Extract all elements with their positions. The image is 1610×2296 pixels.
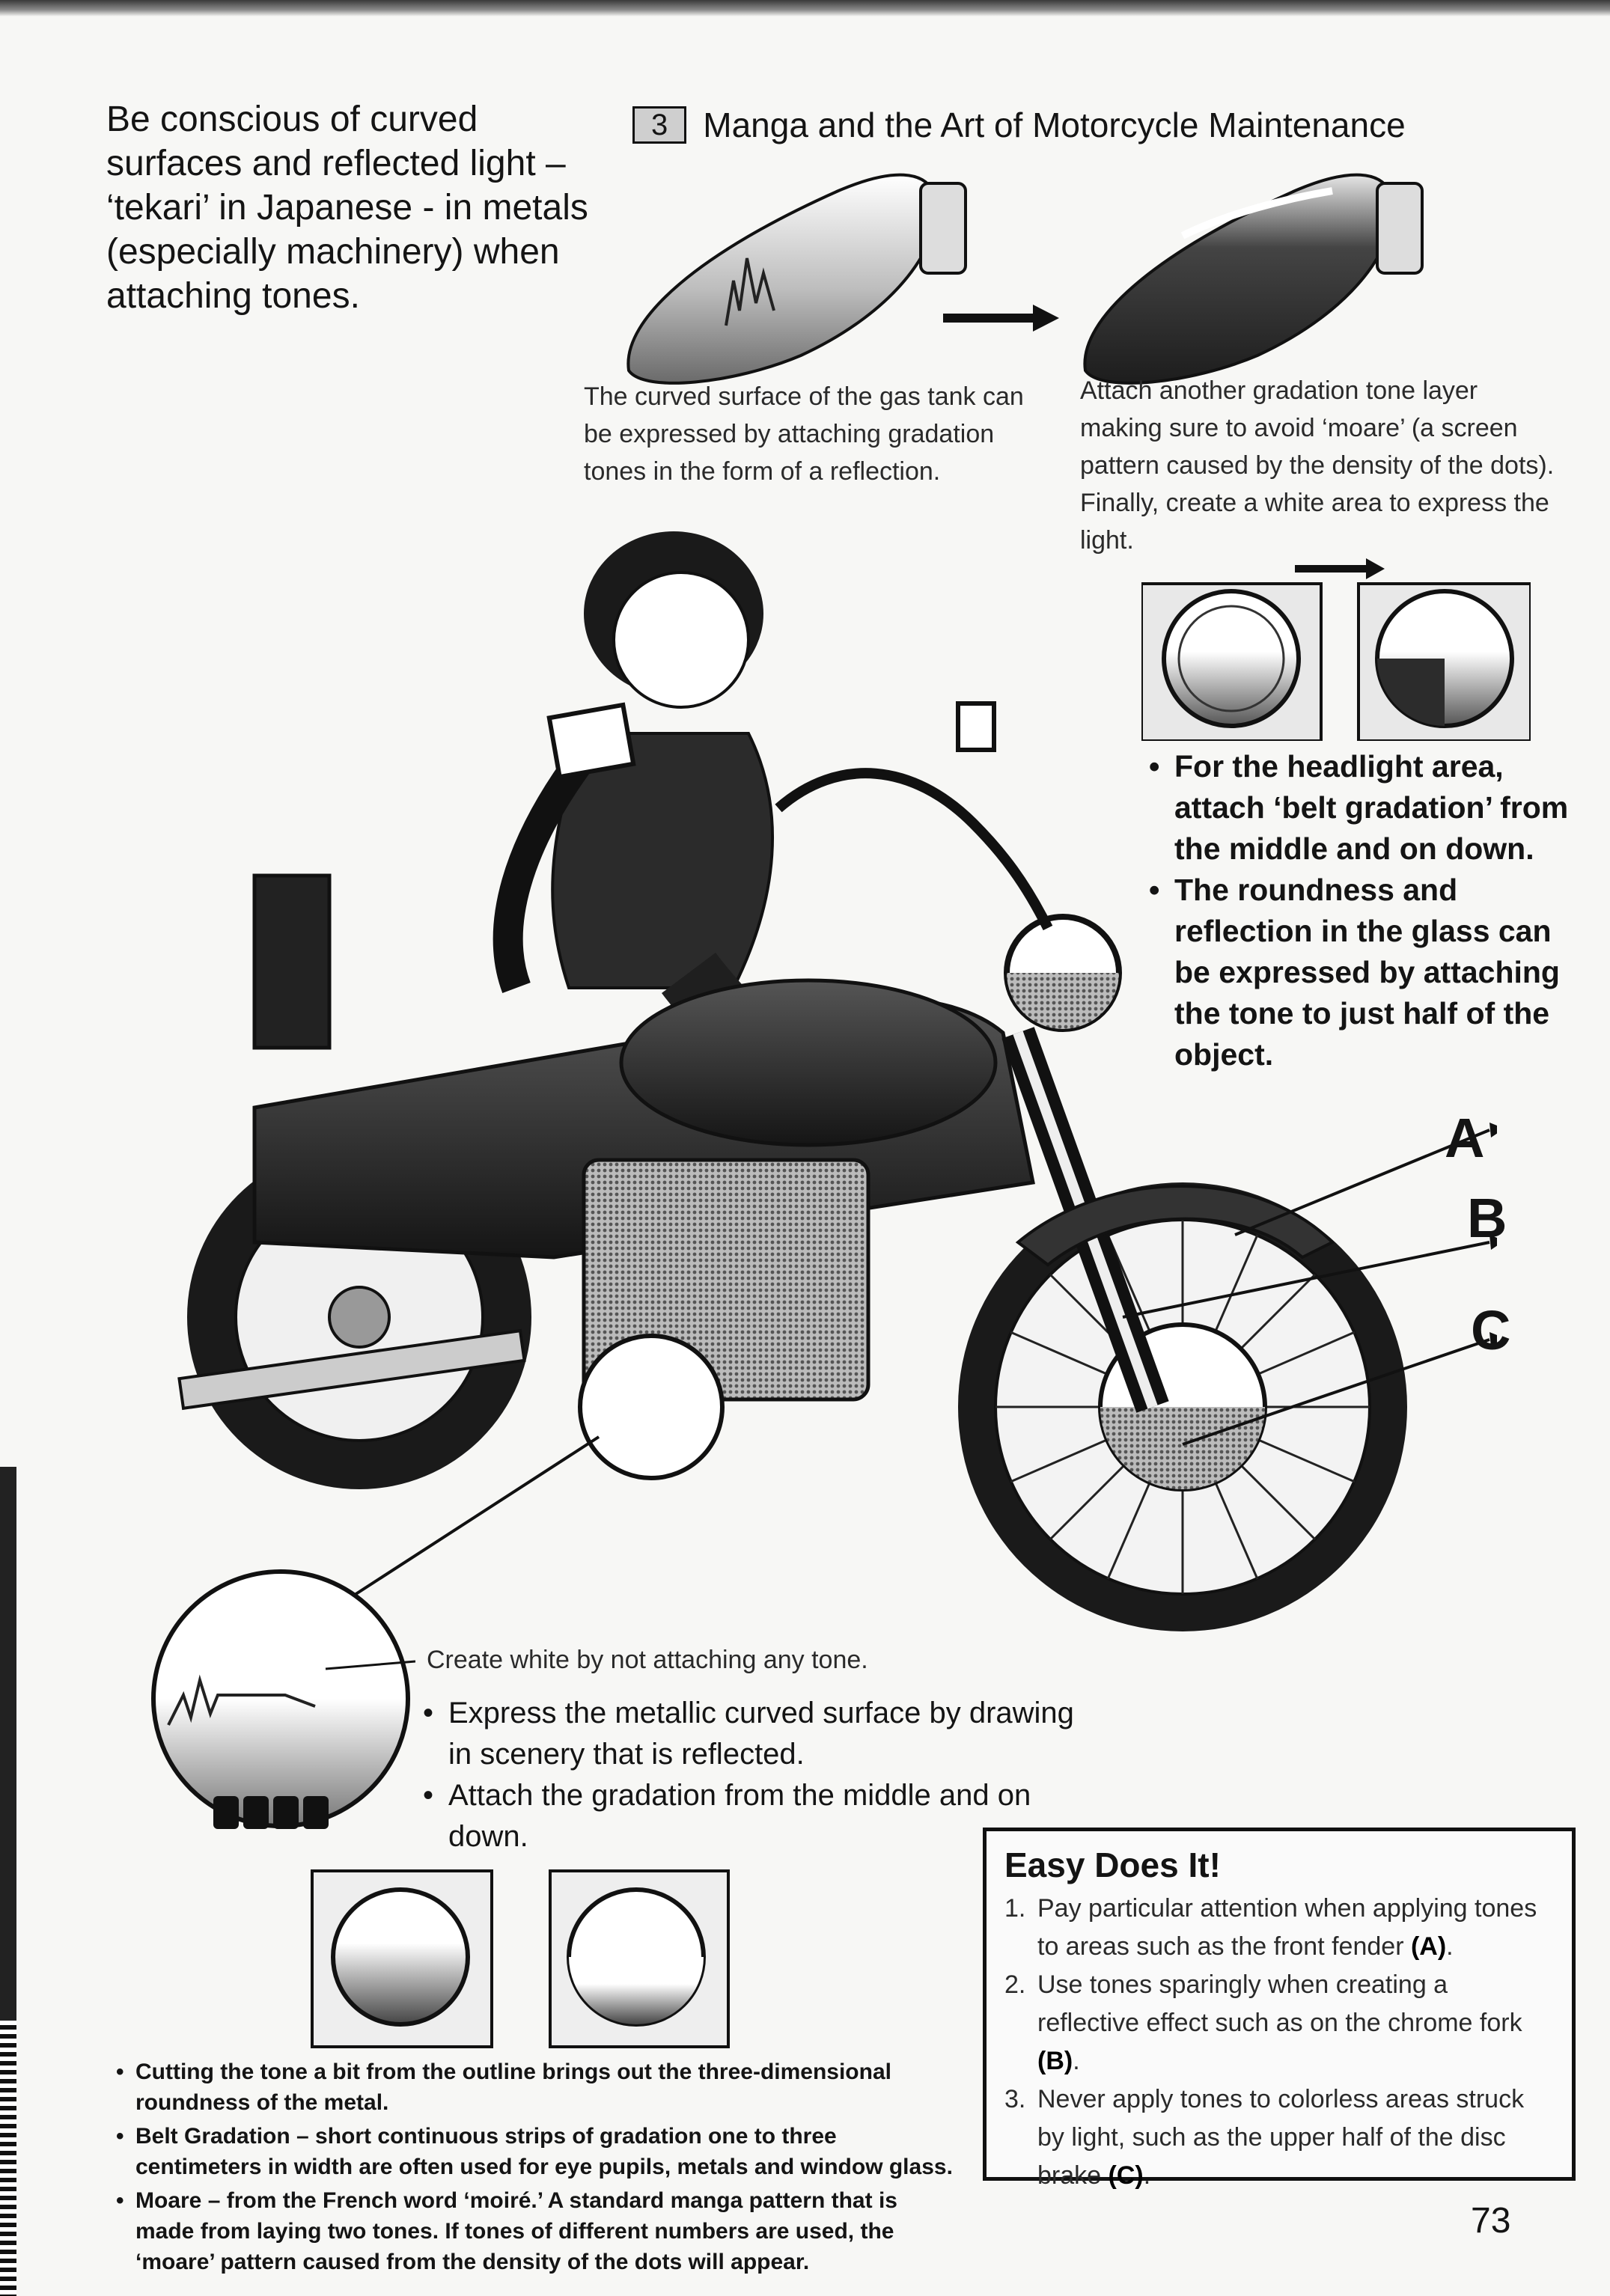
white-caption: Create white by not attaching any tone.: [427, 1646, 868, 1674]
section-title: Manga and the Art of Motorcycle Maintena…: [703, 106, 1406, 144]
gas-tank-caption-left: The curved surface of the gas tank can b…: [584, 382, 1024, 486]
item-number: 1.: [1004, 1894, 1026, 1923]
headlight-note: For the headlight area, attach ‘belt gra…: [1149, 746, 1583, 870]
gas-tank-caption-right: Attach another gradation tone layer maki…: [1080, 376, 1555, 555]
item-end: .: [1143, 2161, 1151, 2190]
item-end: .: [1073, 2047, 1080, 2075]
backrest: [252, 873, 332, 1050]
footnote: Cutting the tone a bit from the outline …: [116, 2057, 962, 2118]
label-b: B: [1467, 1187, 1507, 1249]
easy-does-it-box: Easy Does It! 1. Pay particular attention…: [983, 1828, 1576, 2190]
engine-cover-closeup: [151, 1569, 415, 1829]
label-a: A: [1445, 1107, 1485, 1169]
cover-note: Express the metallic curved surface by d…: [423, 1693, 1082, 1775]
page-number: 73: [1471, 2201, 1511, 2241]
intro-text: Be conscious of curved surfaces and refl…: [106, 100, 588, 316]
item-ref: (C): [1108, 2161, 1144, 2190]
section-heading: 3 Manga and the Art of Motorcycle Mainte…: [632, 105, 1406, 145]
easy-box-list: 1. Pay particular attention when applying…: [1004, 1890, 1554, 2195]
footnote: Belt Gradation – short continuous strips…: [116, 2121, 962, 2182]
item-number: 3.: [1004, 2085, 1026, 2113]
item-end: .: [1446, 1932, 1454, 1961]
item-text: Never apply tones to colorless areas str…: [1037, 2085, 1525, 2190]
footnotes: Cutting the tone a bit from the outline …: [116, 2057, 962, 2280]
easy-box-item: 2. Use tones sparingly when creating a re…: [1004, 1966, 1554, 2080]
handlebar: [775, 768, 1053, 931]
headlight-note: The roundness and reflection in the glas…: [1149, 870, 1583, 1075]
easy-box-title: Easy Does It!: [1004, 1845, 1221, 1884]
headlight-thumbnails: [1141, 558, 1531, 741]
left-mirror: [546, 702, 636, 780]
exhaust-pipe: [177, 1328, 526, 1411]
label-c: C: [1471, 1299, 1511, 1361]
front-fender: [1015, 1185, 1335, 1267]
gas-tank-illustrations: [626, 173, 1424, 385]
arrow-right-icon: [1295, 558, 1385, 579]
page-top-edge: [0, 0, 1610, 16]
item-ref: (B): [1037, 2047, 1073, 2075]
gas-tank-after: [1083, 173, 1424, 385]
right-mirror: [956, 701, 996, 752]
section-number: 3: [632, 106, 687, 144]
pointer-lines: [343, 1129, 1490, 1603]
gas-tank-before: [626, 173, 967, 385]
cover-note: Attach the gradation from the middle and…: [423, 1775, 1082, 1857]
footnote: Moare – from the French word ‘moiré.’ A …: [116, 2185, 962, 2277]
motorcycle-illustration: [177, 531, 1497, 1631]
item-number: 2.: [1004, 1970, 1026, 1999]
front-wheel: [958, 1182, 1407, 1631]
neighbor-page-strip: [0, 2021, 16, 2296]
item-ref: (A): [1410, 1932, 1447, 1961]
easy-box-item: 3. Never apply tones to colorless areas s…: [1004, 2080, 1554, 2195]
cover-thumbnails: [311, 1869, 730, 2048]
easy-box-item: 1. Pay particular attention when applying…: [1004, 1890, 1554, 1966]
cover-notes: Express the metallic curved surface by d…: [423, 1693, 1082, 1857]
arrow-right-icon: [943, 305, 1059, 332]
gas-tank: [619, 978, 998, 1147]
item-text: Use tones sparingly when creating a refl…: [1037, 1970, 1522, 2037]
engine-cover: [578, 1334, 725, 1480]
headlight-notes: For the headlight area, attach ‘belt gra…: [1149, 746, 1583, 1075]
item-text: Pay particular attention when applying t…: [1037, 1894, 1537, 1961]
